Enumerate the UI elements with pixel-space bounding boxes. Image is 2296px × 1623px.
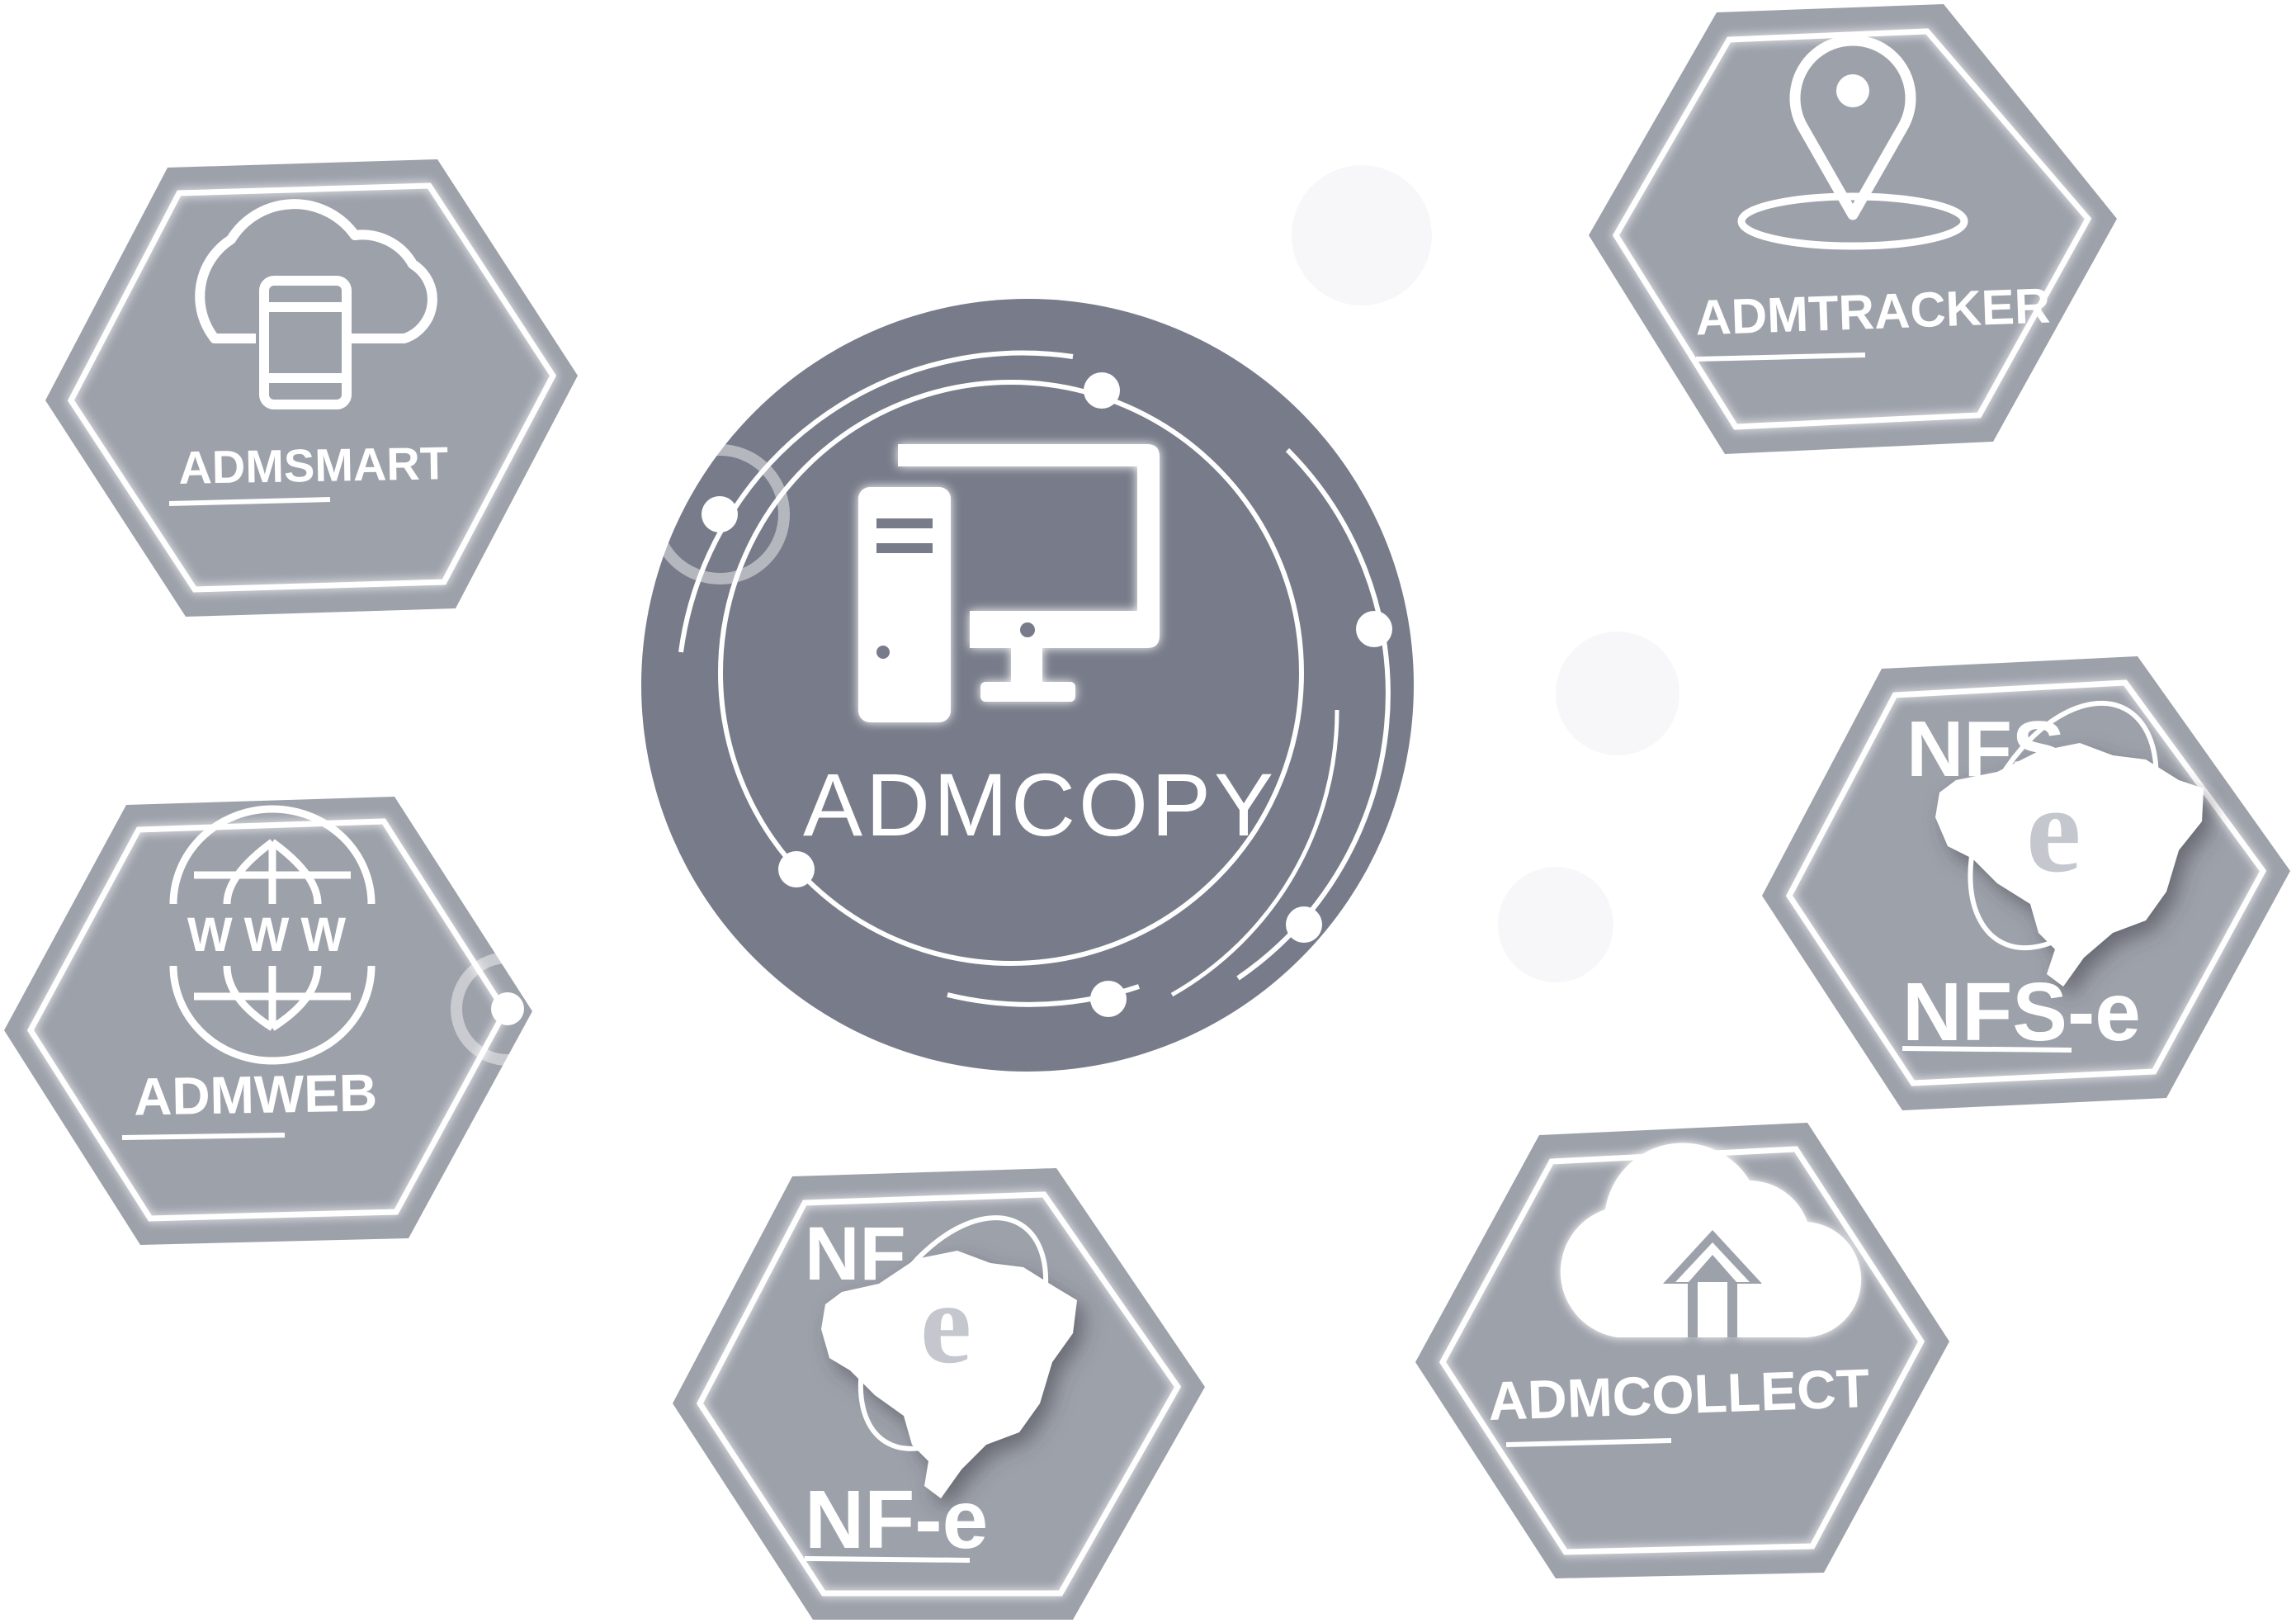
module-admweb[interactable]: WWW ADMWEB (4, 797, 565, 1245)
tower-slot (876, 518, 933, 528)
module-label-admtracker: ADMTRACKER (1694, 278, 2051, 346)
monitor-neck (1011, 648, 1042, 685)
nfse-brazil-map-icon: NFS e (1906, 700, 2204, 987)
node-dot (1090, 981, 1127, 1017)
node-dot (1286, 906, 1322, 943)
tower-slot (876, 543, 933, 553)
module-nfe[interactable]: NF e NF-e (673, 1168, 1205, 1620)
node-dot (1084, 372, 1120, 409)
module-label-admweb: ADMWEB (133, 1062, 377, 1126)
label-underline (121, 1133, 286, 1140)
bg-circle (1556, 632, 1679, 755)
node-dot (1356, 611, 1392, 647)
monitor-base (980, 682, 1075, 702)
logo-word: NFS (1906, 705, 2065, 793)
logo-word: NF (805, 1212, 906, 1296)
bg-circle (1292, 165, 1432, 305)
hexagon-inner-border (1439, 1146, 1925, 1555)
node-halo (451, 952, 565, 1066)
label-underline (804, 1556, 971, 1563)
center-outer-arc (678, 350, 1074, 653)
module-admcollect[interactable]: ADMCOLLECT (1415, 1123, 1949, 1578)
node-dot (702, 496, 738, 532)
brazil-map-shape (1935, 743, 2204, 987)
globe-www-text: WWW (187, 908, 357, 962)
label-underline (1902, 1046, 2072, 1053)
module-label-nfe: NF-e (805, 1474, 988, 1566)
monitor-frame (898, 444, 1160, 648)
module-admsmart[interactable]: ADMSMART (45, 159, 578, 617)
phone-body (259, 276, 352, 409)
node-dot (778, 851, 815, 887)
globe-www-icon: WWW (169, 805, 376, 1065)
center-label: ADMCOPY (803, 755, 1277, 854)
connector-line (527, 443, 719, 514)
logo-orbit-ring (857, 1215, 1049, 1451)
center-inner-ring (718, 380, 1304, 966)
module-nfse[interactable]: NFS e NFS-e (1762, 656, 2290, 1110)
center-node-admcopy[interactable]: ADMCOPY (641, 299, 1414, 1072)
hexagon-inner-border (1612, 28, 2092, 430)
pin-ground-ring (1737, 192, 1968, 250)
monitor-led (1020, 622, 1035, 637)
globe-bottom-arc (169, 965, 376, 1065)
upload-arrow (1675, 1242, 1750, 1337)
module-label-admsmart: ADMSMART (178, 437, 449, 494)
module-admtracker[interactable]: ADMTRACKER (1589, 4, 2117, 454)
logo-letter: e (920, 1260, 971, 1388)
globe-top-arc (169, 805, 376, 905)
node-halo (650, 444, 790, 584)
node-dot (491, 992, 524, 1025)
background-circles (1292, 165, 1679, 982)
hexagon-inner-border (67, 182, 557, 593)
label-underline (168, 497, 331, 506)
logo-orbit-ring (1968, 700, 2159, 951)
map-pin-icon (1737, 35, 1968, 250)
pin-outline (1789, 35, 1916, 220)
center-node-dots (702, 372, 1392, 1017)
center-outer-arc (1170, 709, 1339, 997)
nfe-brazil-map-icon: NF e (805, 1212, 1077, 1498)
label-underline (1695, 353, 1866, 362)
hexagon-inner-border (696, 1191, 1182, 1597)
tower-button (876, 646, 890, 659)
label-underline (1505, 1438, 1672, 1447)
desktop-computer-icon (858, 444, 1160, 722)
upload-arrow-gap (1689, 1255, 1736, 1282)
cloud-outline (195, 199, 437, 343)
logo-letter: e (2026, 761, 2081, 898)
bg-circle (1498, 867, 1613, 982)
pin-hole (1836, 74, 1869, 107)
cloud-upload-icon (1560, 1143, 1862, 1338)
hexagon-outer (45, 159, 578, 617)
hexagon-inner-border (1785, 679, 2267, 1086)
module-label-admcollect: ADMCOLLECT (1487, 1357, 1870, 1431)
hexagon-outer (1589, 4, 2117, 454)
module-label-nfse: NFS-e (1902, 966, 2141, 1058)
brazil-map-shape (821, 1251, 1077, 1498)
cloud-phone-icon (195, 199, 437, 409)
connector-line (1665, 1072, 1678, 1136)
